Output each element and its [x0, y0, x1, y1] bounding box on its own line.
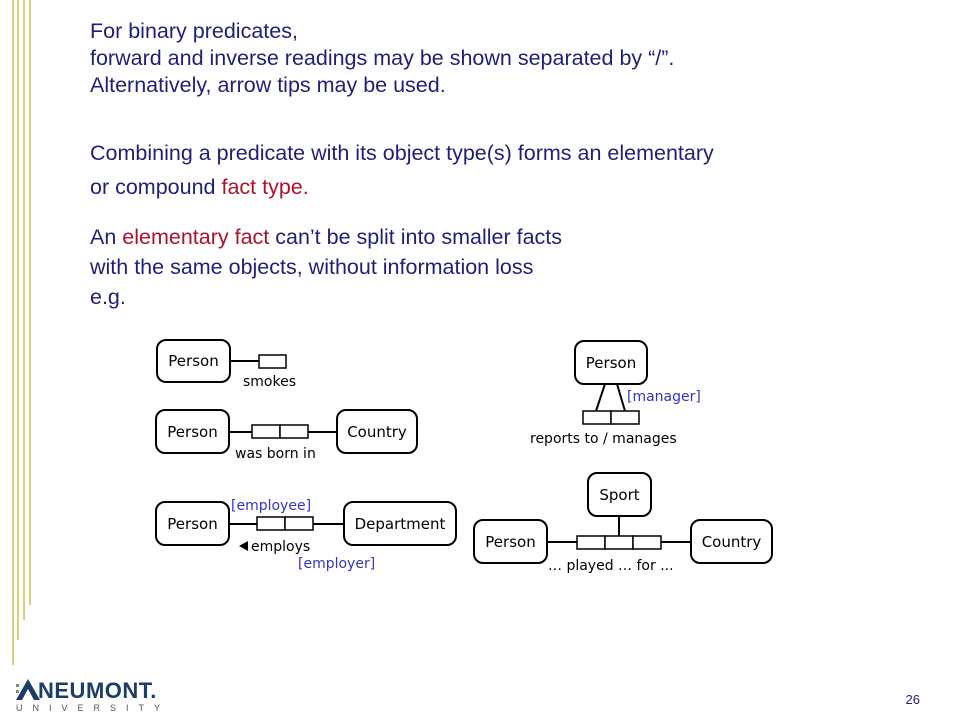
entity-person-reports	[574, 340, 648, 385]
role-box-played-1	[576, 535, 606, 550]
accent-line-1	[12, 0, 14, 665]
logo-name: NEUMONT.	[38, 678, 157, 703]
text-para3-line3: e.g.	[90, 285, 126, 309]
label-entity-person-employs: Person	[167, 515, 217, 533]
example-employs: Person Department [employee] employs [em…	[155, 498, 457, 572]
reading-direction-arrow-icon	[239, 541, 248, 551]
role-box-employs-1	[256, 516, 286, 531]
example-smokes: Person smokes	[156, 339, 296, 390]
accent-line-4	[29, 0, 31, 605]
role-box-played-2	[604, 535, 634, 550]
label-entity-country-played: Country	[702, 533, 762, 551]
label-entity-person-born: Person	[167, 423, 217, 441]
example-played: Sport Person Country … played … for ...	[473, 472, 773, 574]
label-entity-person-played: Person	[485, 533, 535, 551]
entity-department	[343, 501, 457, 546]
paragraph-elementary-fact: An elementary fact can’t be split into s…	[90, 222, 562, 312]
page-number: 26	[905, 692, 920, 707]
role-box-reports-1	[582, 410, 612, 425]
reading-reports: reports to / manages	[530, 431, 677, 447]
role-box-played-3	[632, 535, 662, 550]
role-box-reports-2	[610, 410, 640, 425]
role-name-manager: [manager]	[627, 389, 701, 405]
text-para2-a: Combining a predicate with its object ty…	[90, 141, 714, 165]
role-box-born-2	[279, 424, 309, 439]
label-entity-person-reports: Person	[586, 354, 636, 372]
term-fact-type: fact type.	[221, 175, 309, 199]
label-entity-person-smokes: Person	[168, 352, 218, 370]
example-born: Person Country was born in	[155, 409, 418, 462]
text-para2-b: or compound	[90, 175, 222, 199]
text-line-1: For binary predicates,	[90, 19, 298, 43]
reading-played: … played … for ...	[548, 558, 674, 574]
text-para3-b: can’t be split into smaller facts	[269, 225, 563, 249]
text-para3-a: An	[90, 225, 123, 249]
logo-subtitle: UNIVERSITY	[16, 703, 171, 713]
role-name-employee: [employee]	[231, 498, 311, 514]
entity-country-played	[690, 519, 773, 564]
label-entity-department: Department	[355, 515, 446, 533]
logo-mark-icon	[16, 679, 40, 700]
paragraph-fact-type: Combining a predicate with its object ty…	[90, 136, 714, 204]
role-name-employer: [employer]	[298, 556, 375, 572]
reading-smokes: smokes	[243, 374, 296, 390]
paragraph-binary-predicates: For binary predicates, forward and inver…	[90, 18, 674, 99]
accent-line-2	[17, 0, 19, 640]
example-reports: Person [manager] reports to / manages	[530, 340, 701, 447]
reading-born: was born in	[235, 446, 316, 462]
role-box-employs-2	[284, 516, 314, 531]
role-box-smokes	[258, 354, 287, 369]
text-line-2: forward and inverse readings may be show…	[90, 46, 675, 70]
term-elementary-fact: elementary fact	[122, 225, 270, 249]
text-line-3: Alternatively, arrow tips may be used.	[90, 73, 446, 97]
label-entity-sport: Sport	[599, 486, 639, 504]
text-para3-line2: with the same objects, without informati…	[90, 255, 534, 279]
reading-employs: employs	[251, 539, 310, 555]
entity-country-born	[336, 409, 418, 454]
role-box-born-1	[251, 424, 281, 439]
label-entity-country-born: Country	[347, 423, 407, 441]
accent-line-3	[23, 0, 25, 620]
university-logo: NEUMONT. UNIVERSITY	[14, 676, 174, 716]
